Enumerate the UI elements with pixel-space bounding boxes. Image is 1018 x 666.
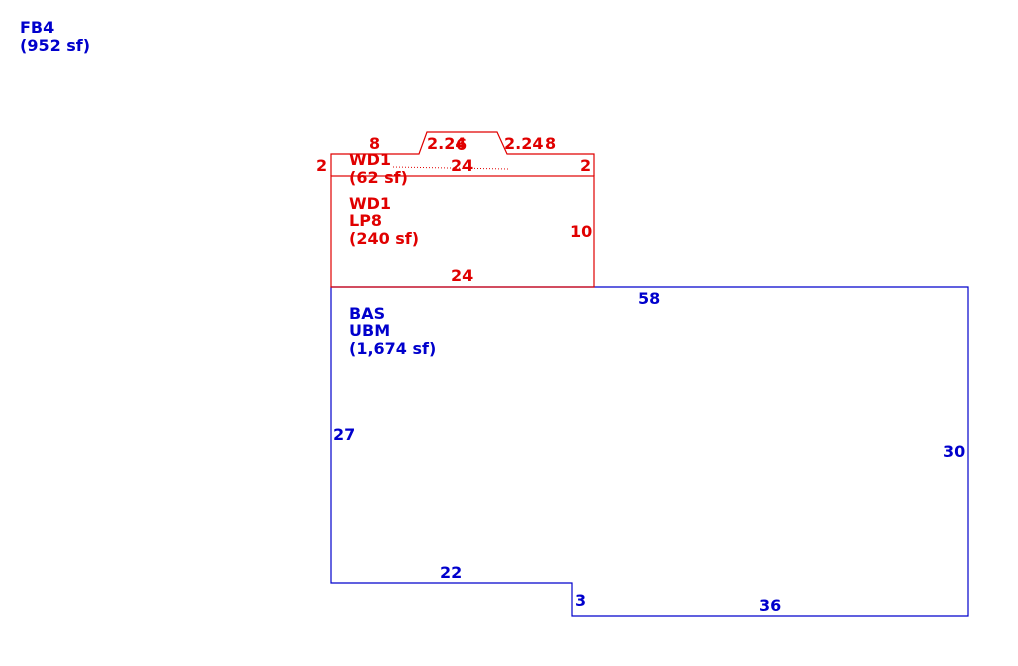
large-deck-subcode-label: LP8	[349, 211, 382, 230]
main-area-size-label: (1,674 sf)	[349, 339, 436, 358]
small-deck-dim-top-left: 8	[369, 134, 380, 153]
small-deck-outline	[330, 131, 595, 176]
large-deck-dim-right: 10	[570, 222, 592, 241]
small-deck-dim-inner: 24	[451, 156, 473, 175]
fb4-code-label: FB4	[20, 18, 54, 37]
small-deck-dim-top-mid: 6	[456, 135, 467, 154]
large-deck-code-label: WD1	[349, 194, 391, 213]
main-dim-left: 27	[333, 425, 355, 444]
small-deck-dim-top-right: 8	[545, 134, 556, 153]
main-dim-top: 58	[638, 289, 660, 308]
main-area-outline	[330, 286, 969, 617]
large-deck-size-label: (240 sf)	[349, 229, 419, 248]
small-deck-dimension-line	[392, 166, 509, 170]
main-dim-bottom-left: 22	[440, 563, 462, 582]
small-deck-dim-left: 2	[316, 156, 327, 175]
large-deck-outline	[330, 175, 595, 288]
main-dim-right: 30	[943, 442, 965, 461]
main-dim-step: 3	[575, 591, 586, 610]
small-deck-dim-right: 2	[580, 156, 591, 175]
small-deck-dim-chamfer-left: 2.24	[427, 134, 466, 153]
large-deck-dim-bottom: 24	[451, 266, 473, 285]
main-dim-bottom-right: 36	[759, 596, 781, 615]
small-deck-size-label: (62 sf)	[349, 168, 408, 187]
fb4-area-label: (952 sf)	[20, 36, 90, 55]
small-deck-code-label: WD1	[349, 150, 391, 169]
main-area-subcode-label: UBM	[349, 321, 390, 340]
small-deck-dim-chamfer-right: 2.24	[504, 134, 543, 153]
main-area-code-label: BAS	[349, 304, 385, 323]
